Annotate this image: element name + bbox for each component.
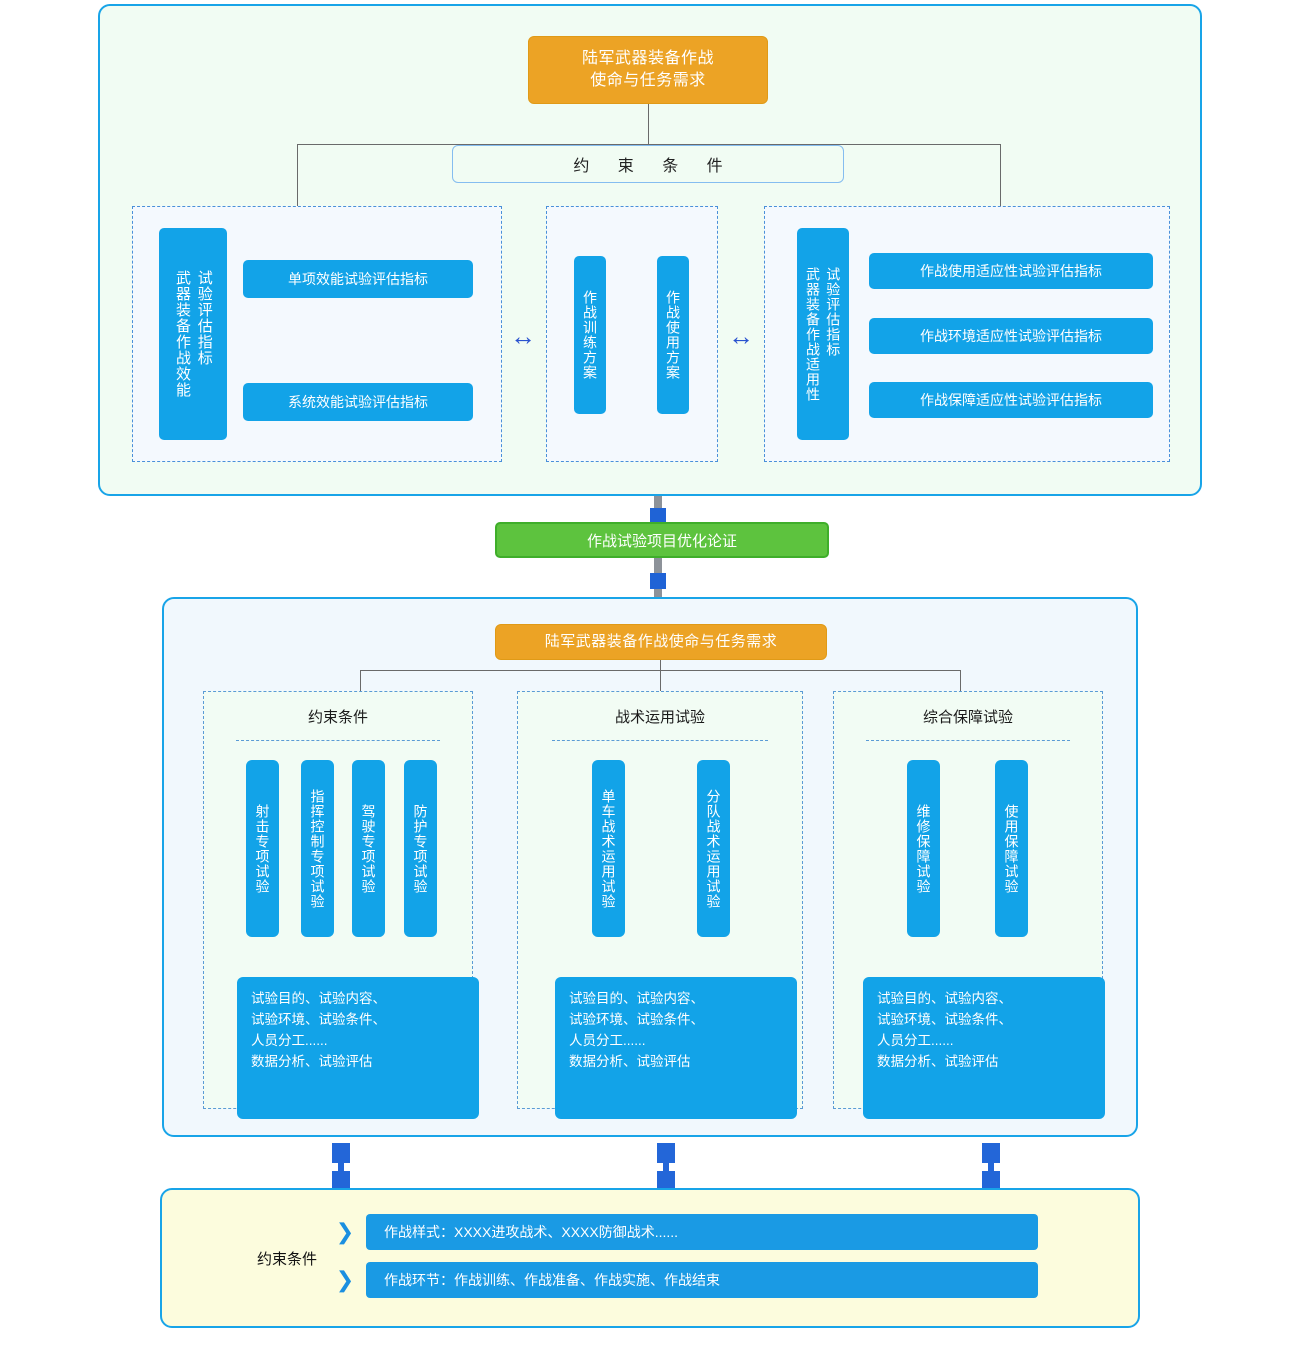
top-connector-bus [297, 144, 1000, 145]
bottom-constraints-label: 约束条件 [256, 1250, 317, 1268]
mid-panel-3-description: 试验目的、试验内容、 试验环境、试验条件、 人员分工...... 数据分析、试验… [863, 977, 1105, 1119]
scheme-training-box[interactable]: 作战训练方案 [574, 256, 606, 414]
group-scheme-panel [546, 206, 718, 462]
top-connector-stem [648, 104, 649, 144]
ibeam-connector-center [657, 1143, 675, 1191]
bottom-row-combat-phase[interactable]: 作战环节：作战训练、作战准备、作战实施、作战结束 [366, 1262, 1038, 1298]
ibeam-stem [663, 1161, 669, 1173]
test-column-driving[interactable]: 驾驶专项试验 [352, 760, 385, 937]
ibeam-stem [988, 1161, 994, 1173]
mid-connector-branch-left [360, 670, 361, 691]
top-mission-title-box: 陆军武器装备作战 使命与任务需求 [528, 36, 768, 104]
test-column-maintenance-support[interactable]: 维修保障试验 [907, 760, 940, 937]
connector-node-lower [650, 573, 666, 589]
connector-node-upper [650, 508, 666, 524]
indicator-environment-adaptability[interactable]: 作战环境适应性试验评估指标 [869, 318, 1153, 354]
mid-panel-1-separator [236, 740, 440, 741]
indicator-system-effectiveness[interactable]: 系统效能试验评估指标 [243, 383, 473, 421]
chevron-right-icon: ❯ [335, 1267, 355, 1292]
test-column-protection[interactable]: 防护专项试验 [404, 760, 437, 937]
ibeam-connector-left [332, 1143, 350, 1191]
mid-panel-2-separator [552, 740, 768, 741]
mid-mission-title-box: 陆军武器装备作战使命与任务需求 [495, 624, 827, 660]
ibeam-top-bar [332, 1143, 350, 1163]
test-column-unit-tactics[interactable]: 分队战术运用试验 [697, 760, 730, 937]
bottom-row-combat-style[interactable]: 作战样式：XXXX进攻战术、XXXX防御战术...... [366, 1214, 1038, 1250]
mid-panel-3-separator [866, 740, 1070, 741]
mid-connector-bus [360, 670, 961, 671]
mid-panel-3-title: 综合保障试验 [922, 709, 1013, 726]
indicator-single-effectiveness[interactable]: 单项效能试验评估指标 [243, 260, 473, 298]
ibeam-connector-right [982, 1143, 1000, 1191]
chevron-right-icon: ❯ [335, 1219, 355, 1244]
mid-panel-1-title: 约束条件 [307, 709, 368, 726]
mid-connector-stem [660, 660, 661, 691]
indicator-operational-use-adaptability[interactable]: 作战使用适应性试验评估指标 [869, 253, 1153, 289]
mid-panel-2-title: 战术运用试验 [614, 709, 705, 726]
bottom-section-panel [160, 1188, 1140, 1328]
scheme-usage-box[interactable]: 作战使用方案 [657, 256, 689, 414]
top-connector-branch-left [297, 144, 298, 206]
test-column-command-control[interactable]: 指挥控制专项试验 [301, 760, 334, 937]
top-connector-branch-right [1000, 144, 1001, 206]
ibeam-stem [338, 1161, 344, 1173]
ibeam-bottom-bar [332, 1171, 350, 1191]
double-arrow-right-icon: ↔ [728, 320, 754, 351]
constraint-pill: 约 束 条 件 [452, 145, 844, 183]
ibeam-bottom-bar [657, 1171, 675, 1191]
indicator-support-adaptability[interactable]: 作战保障适应性试验评估指标 [869, 382, 1153, 418]
mid-panel-2-description: 试验目的、试验内容、 试验环境、试验条件、 人员分工...... 数据分析、试验… [555, 977, 797, 1119]
double-arrow-left-icon: ↔ [510, 320, 536, 351]
mid-connector-branch-right [960, 670, 961, 691]
suitability-vertical-label: 试验评估指标 武器装备作战适用性 [797, 228, 849, 440]
optimization-stage-box[interactable]: 作战试验项目优化论证 [495, 522, 829, 558]
ibeam-top-bar [982, 1143, 1000, 1163]
mid-panel-1-description: 试验目的、试验内容、 试验环境、试验条件、 人员分工...... 数据分析、试验… [237, 977, 479, 1119]
ibeam-top-bar [657, 1143, 675, 1163]
effectiveness-vertical-label: 试验评估指标 武器装备作战效能 [159, 228, 227, 440]
test-column-usage-support[interactable]: 使用保障试验 [995, 760, 1028, 937]
test-column-shooting[interactable]: 射击专项试验 [246, 760, 279, 937]
test-column-single-vehicle-tactics[interactable]: 单车战术运用试验 [592, 760, 625, 937]
ibeam-bottom-bar [982, 1171, 1000, 1191]
